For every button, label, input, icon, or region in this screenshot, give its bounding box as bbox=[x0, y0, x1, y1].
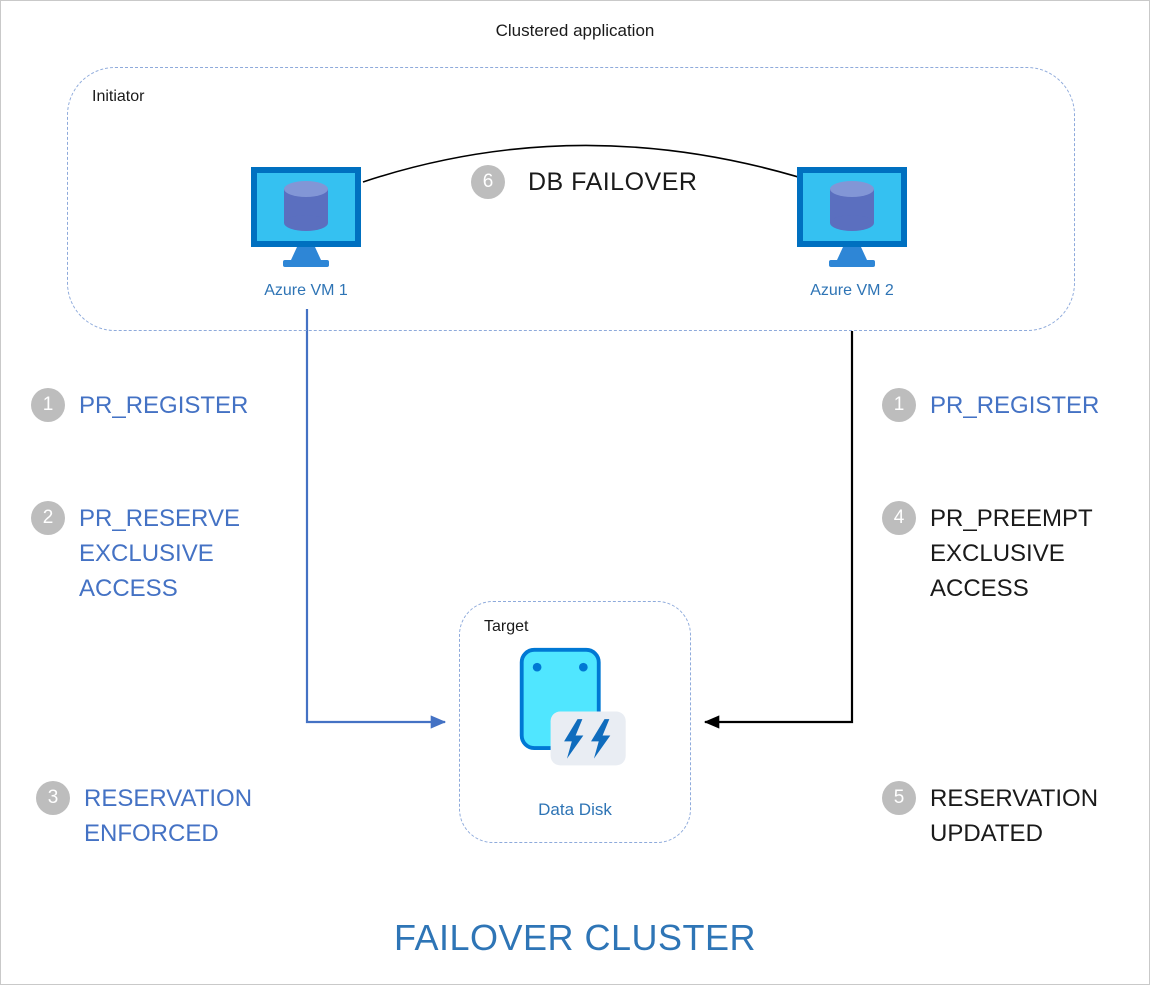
data-disk-icon bbox=[502, 646, 630, 781]
target-box: Target Data Disk bbox=[459, 601, 691, 843]
step-label: PR_RESERVE EXCLUSIVE ACCESS bbox=[79, 505, 240, 602]
azure-vm-1-label: Azure VM 1 bbox=[264, 282, 348, 299]
step-label: PR_REGISTER bbox=[79, 392, 249, 419]
azure-vm-icon bbox=[251, 167, 361, 267]
initiator-label: Initiator bbox=[92, 88, 145, 105]
lightning-bolt-icon bbox=[564, 719, 584, 759]
data-disk-label: Data Disk bbox=[538, 800, 612, 819]
step-left-2: 2 PR_RESERVE EXCLUSIVE ACCESS bbox=[31, 501, 259, 606]
lightning-bolt-icon bbox=[591, 719, 611, 759]
db-failover-label: DB FAILOVER bbox=[528, 168, 698, 196]
step-right-4: 4 PR_PREEMPT EXCLUSIVE ACCESS bbox=[882, 501, 1120, 606]
target-label: Target bbox=[484, 618, 529, 635]
step-number-badge: 2 bbox=[31, 501, 65, 535]
step-left-1: 1 PR_REGISTER bbox=[31, 388, 248, 423]
vm2-to-disk-connector-arrow bbox=[703, 331, 854, 729]
azure-vm-icon bbox=[797, 167, 907, 267]
azure-vm-2: Azure VM 2 bbox=[787, 167, 917, 300]
page-title: Clustered application bbox=[495, 21, 655, 40]
vm1-to-disk-connector-arrow bbox=[305, 309, 447, 729]
step-label: PR_REGISTER bbox=[930, 392, 1100, 419]
step-right-1: 1 PR_REGISTER bbox=[882, 388, 1099, 423]
azure-vm-1: Azure VM 1 bbox=[241, 167, 371, 300]
failover-cluster-title: FAILOVER CLUSTER bbox=[393, 917, 757, 958]
step-number-badge: 4 bbox=[882, 501, 916, 535]
step-left-3: 3 RESERVATION ENFORCED bbox=[36, 781, 294, 851]
step-label: RESERVATION UPDATED bbox=[930, 785, 1099, 847]
step-number-badge: 1 bbox=[882, 388, 916, 422]
initiator-box: Initiator bbox=[67, 67, 1075, 331]
step-number-badge: 5 bbox=[882, 781, 916, 815]
step-number-badge: 3 bbox=[36, 781, 70, 815]
step-number-badge: 6 bbox=[471, 165, 505, 199]
step-right-5: 5 RESERVATION UPDATED bbox=[882, 781, 1145, 851]
step-number-badge: 1 bbox=[31, 388, 65, 422]
step-label: PR_PREEMPT EXCLUSIVE ACCESS bbox=[930, 505, 1093, 602]
azure-vm-2-label: Azure VM 2 bbox=[810, 282, 894, 299]
step-label: RESERVATION ENFORCED bbox=[84, 785, 253, 847]
